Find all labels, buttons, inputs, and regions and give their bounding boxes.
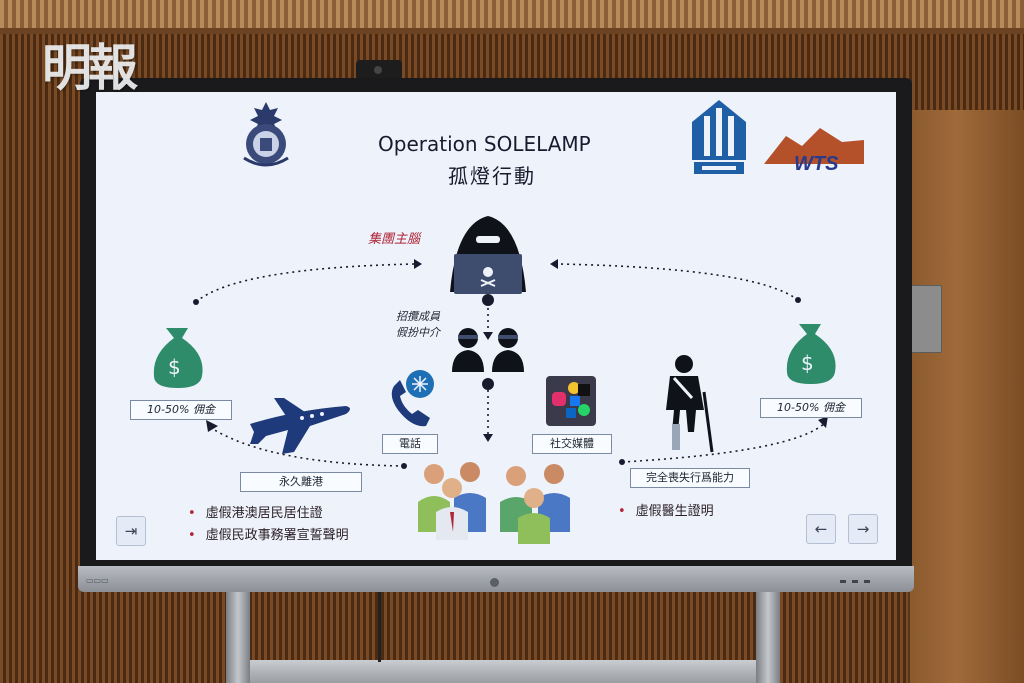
recruit-label-line1: 招攬成員 <box>396 310 440 323</box>
emigrate-label-box: 永久離港 <box>240 472 362 492</box>
bullet-fake-medical-cert: 虛假醫生證明 <box>618 500 714 519</box>
wts-logo-text: WTS <box>794 153 839 175</box>
wooden-door <box>908 110 1024 683</box>
arrow-left-to-mastermind <box>195 263 415 303</box>
airplane-icon <box>250 398 350 454</box>
police-crest-icon <box>243 102 289 167</box>
webcam <box>356 60 402 80</box>
arrow-left-icon: ← <box>814 520 828 538</box>
arrow-right-icon: → <box>856 520 870 538</box>
money-bag-right-icon: $ <box>786 324 836 384</box>
recruit-label-line2: 假扮中介 <box>396 326 440 339</box>
social-media-label-box: 社交媒體 <box>532 434 612 454</box>
money-bag-left-icon: $ <box>153 328 203 388</box>
arrowhead-mastermind-left <box>414 259 422 269</box>
stand-right-leg <box>756 592 780 683</box>
arrowhead-left <box>206 420 218 432</box>
injured-person-icon <box>666 355 714 453</box>
power-indicator <box>490 578 499 587</box>
social-media-icon <box>546 376 596 426</box>
status-lights <box>840 580 876 583</box>
wall-plate <box>910 285 942 353</box>
bullet-fake-declaration: 虛假民政事務署宣誓聲明 <box>188 524 349 543</box>
phone-icon <box>391 370 434 427</box>
ming-pao-logo: 明報 <box>42 38 138 97</box>
west-kowloon-logo-icon <box>692 100 746 174</box>
tv-brand: ▭▭▭ <box>86 576 109 585</box>
recruits-icon <box>452 328 524 372</box>
svg-text:$: $ <box>801 351 814 375</box>
next-slide-button[interactable]: → <box>848 514 878 544</box>
arrowhead-recruits <box>483 332 493 340</box>
slide-title: Operation SOLELAMP <box>378 132 591 156</box>
commission-right-box: 10-50% 佣金 <box>760 398 862 418</box>
hacker-icon <box>450 216 526 294</box>
cable <box>378 592 381 662</box>
wall-top-rail <box>0 0 1024 34</box>
mastermind-label: 集團主腦 <box>368 232 421 247</box>
wts-logo-icon: WTS <box>764 128 864 175</box>
incapacity-label-box: 完全喪失行爲能力 <box>630 468 750 488</box>
slide-screen: Operation SOLELAMP 孤燈行動 WTS <box>96 92 896 560</box>
arrowhead-victims <box>483 434 493 442</box>
crowd-icon <box>418 462 570 544</box>
arrowhead-mastermind-right <box>550 259 558 269</box>
stand-left-leg <box>226 592 250 683</box>
svg-text:$: $ <box>168 355 181 379</box>
phone-label-box: 電話 <box>382 434 438 454</box>
stand-crossbar <box>250 660 756 683</box>
bullet-fake-residence-permit: 虛假港澳居民居住證 <box>188 502 323 521</box>
exit-icon: ⇥ <box>124 522 138 540</box>
exit-button[interactable]: ⇥ <box>116 516 146 546</box>
arrowhead-right <box>818 416 828 428</box>
prev-slide-button[interactable]: ← <box>806 514 836 544</box>
arrow-victims-to-right <box>621 421 827 463</box>
commission-left-box: 10-50% 佣金 <box>130 400 232 420</box>
arrow-right-to-mastermind <box>557 263 799 301</box>
fraud-flow-diagram: $ $ <box>153 216 836 544</box>
slide-subtitle: 孤燈行動 <box>448 164 536 188</box>
